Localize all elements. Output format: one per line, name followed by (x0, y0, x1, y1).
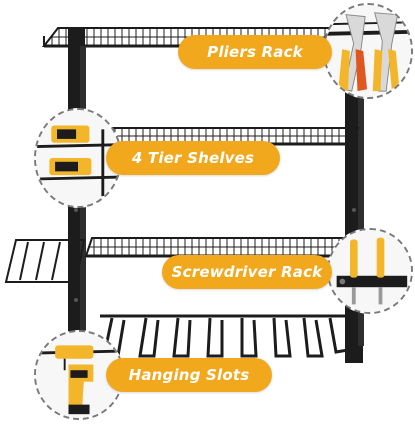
pliers-detail-image (325, 5, 411, 97)
hanging-slots-label: Hanging Slots (106, 358, 272, 392)
tier-shelves-label: 4 Tier Shelves (106, 141, 280, 175)
screwdriver-detail-image (329, 230, 411, 312)
bottom-slots (100, 314, 350, 358)
screwdriver-rack-label: Screwdriver Rack (162, 255, 332, 289)
third-shelf (84, 237, 360, 258)
screwdriver-detail-callout (327, 228, 413, 314)
side-bracket (4, 239, 86, 283)
pliers-rack-label: Pliers Rack (178, 35, 332, 69)
pliers-detail-callout (323, 3, 413, 99)
